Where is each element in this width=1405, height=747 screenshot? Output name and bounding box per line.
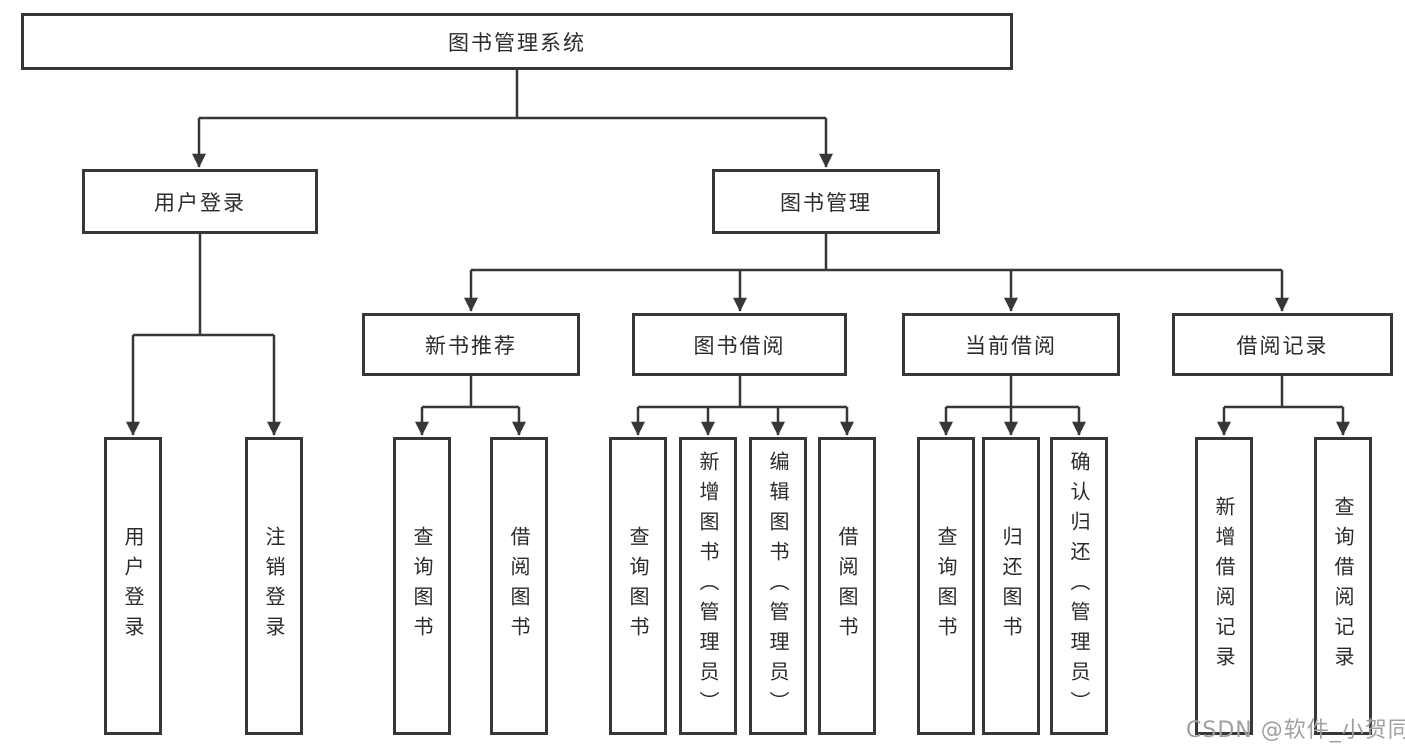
node-book-borrowing: 图书借阅: [632, 313, 847, 376]
node-root-library-system: 图书管理系统: [21, 13, 1013, 70]
node-new-book-recommend: 新书推荐: [362, 313, 580, 376]
leaf-confirm-return-admin: 确认归还（管理员）: [1050, 437, 1108, 735]
node-borrowing-records: 借阅记录: [1172, 313, 1393, 376]
node-book-management-branch: 图书管理: [712, 169, 940, 234]
csdn-watermark: CSDN @软件_小贺同学: [1186, 718, 1405, 743]
leaf-add-borrow-record: 新增借阅记录: [1195, 437, 1253, 735]
node-user-login-branch: 用户登录: [82, 169, 318, 234]
leaf-query-borrow-record: 查询借阅记录: [1314, 437, 1372, 735]
leaf-borrow-books-recommend: 借阅图书: [490, 437, 548, 735]
leaf-user-login: 用户登录: [104, 437, 162, 735]
leaf-logout: 注销登录: [245, 437, 303, 735]
leaf-add-books-admin: 新增图书（管理员）: [679, 437, 737, 735]
leaf-borrow-books: 借阅图书: [818, 437, 876, 735]
leaf-query-books-current: 查询图书: [917, 437, 975, 735]
node-current-borrowing: 当前借阅: [902, 313, 1120, 376]
leaf-edit-books-admin: 编辑图书（管理员）: [749, 437, 807, 735]
leaf-query-books-borrowing: 查询图书: [609, 437, 667, 735]
leaf-return-books: 归还图书: [982, 437, 1040, 735]
leaf-query-books-recommend: 查询图书: [393, 437, 451, 735]
